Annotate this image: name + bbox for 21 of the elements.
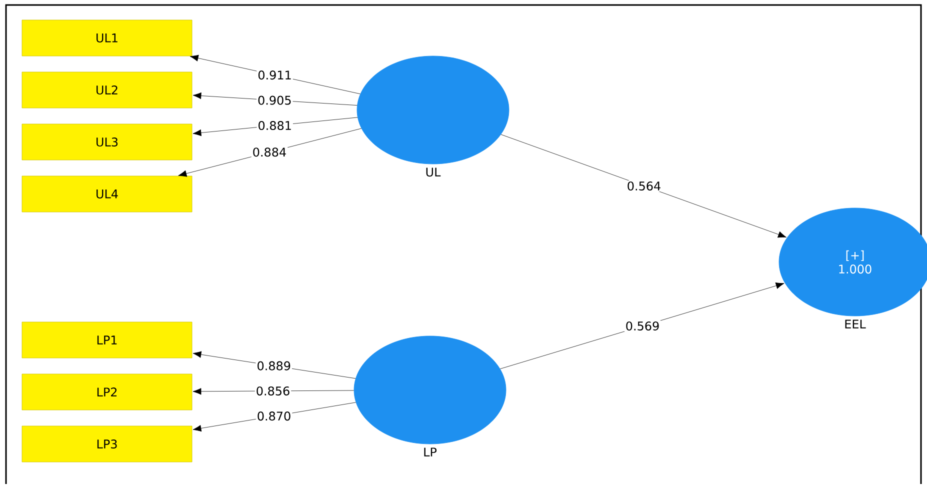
indicator-box: LP2 [22,374,192,410]
edge-label: 0.911 [256,70,293,81]
indicator-box: UL3 [22,124,192,160]
edge-label: 0.564 [626,180,662,192]
edge-label: 0.889 [256,360,292,372]
indicator-box: LP1 [22,322,192,358]
indicator-box: UL4 [22,176,192,212]
indicator-box: LP3 [22,426,192,462]
node-label: UL [426,168,441,177]
edge-label: 0.569 [624,320,661,332]
node-label: LP [424,448,437,456]
indicator-box: UL1 [22,20,192,56]
edge-label: 0.881 [256,120,293,132]
edge-label: 0.905 [256,94,293,106]
edge-label: 0.856 [254,385,292,396]
arrow [500,134,786,238]
node-label: EEL [845,320,866,328]
indicator-box: UL2 [22,72,192,108]
edge-label: 0.870 [256,410,292,422]
arrow [500,282,784,370]
edge-label: 0.884 [251,146,288,158]
